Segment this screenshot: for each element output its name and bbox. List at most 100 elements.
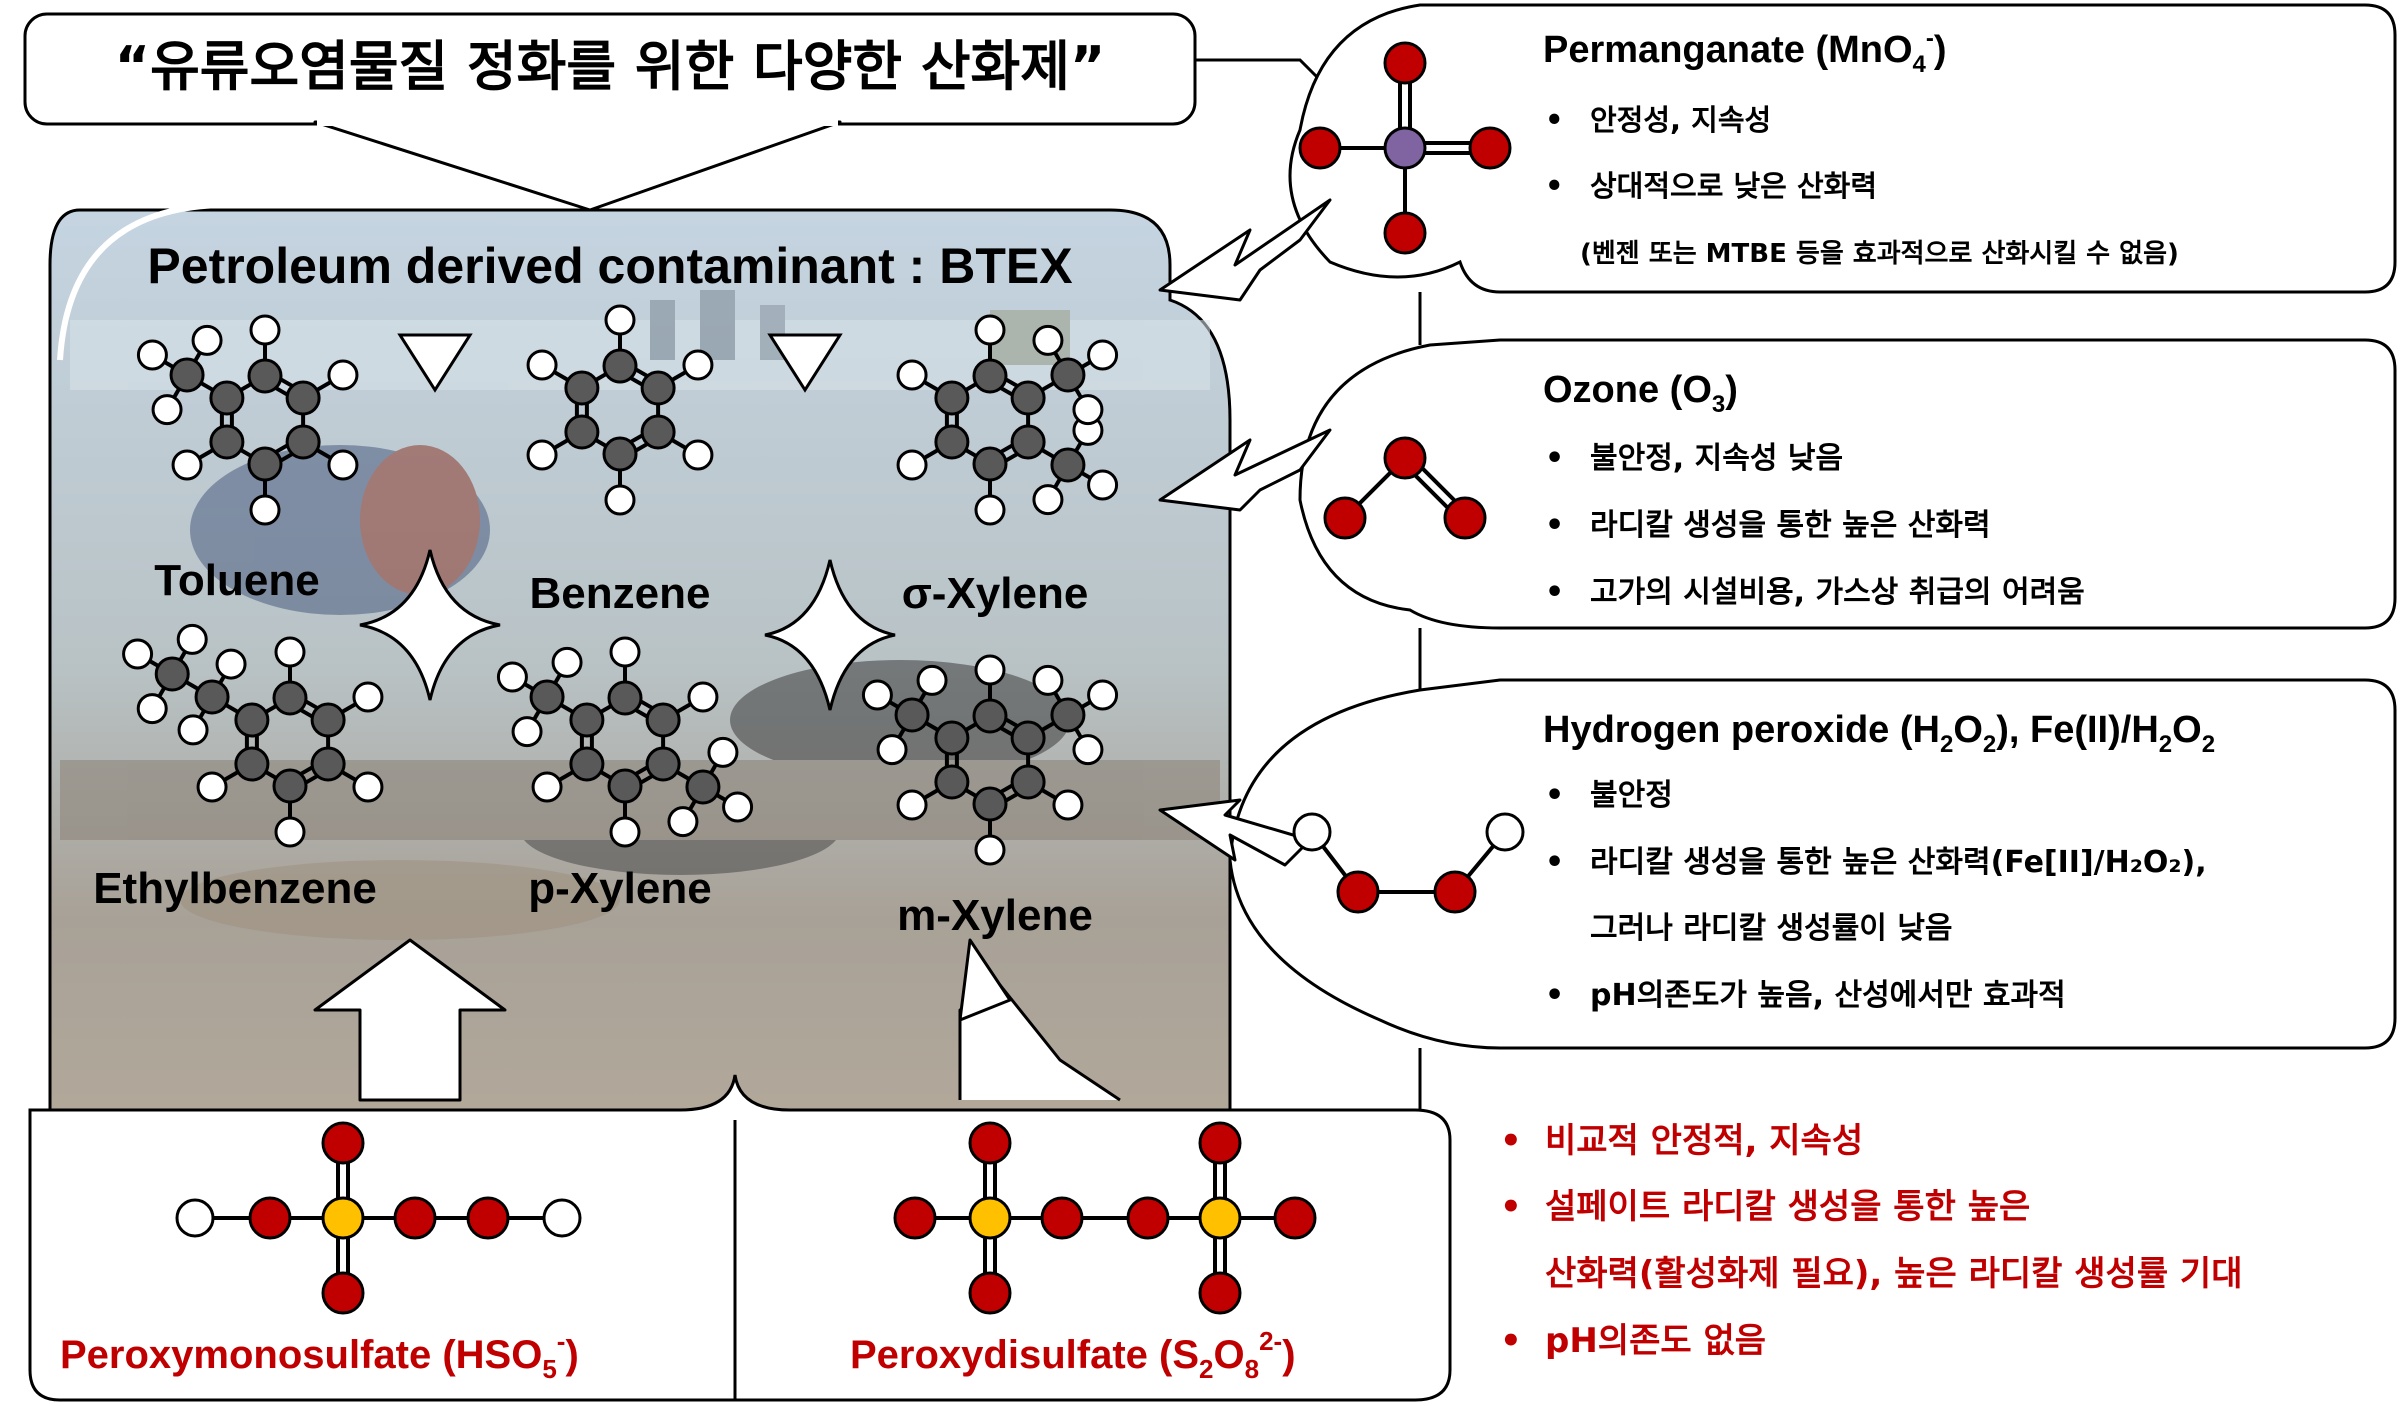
- hydrogen-atom: [151, 394, 183, 426]
- svg-text:•: •: [1545, 169, 1564, 203]
- carbon-atom: [564, 370, 600, 406]
- oxygen-atom: [968, 1121, 1012, 1165]
- persulfate-bullet: pH의존도 없음: [1545, 1321, 1766, 1361]
- oxygen-atom: [1040, 1196, 1084, 1240]
- oxygen-atom: [1433, 870, 1477, 914]
- svg-text:•: •: [1545, 441, 1564, 476]
- h2o2-title: Hydrogen peroxide (H2O2), Fe(II)/H2O2: [1543, 709, 2215, 758]
- hydrogen-atom: [604, 484, 636, 516]
- hydrogen-atom: [1087, 679, 1119, 711]
- pds-label: Peroxydisulfate (S2O82-): [850, 1326, 1296, 1384]
- oxygen-atom: [1383, 41, 1427, 85]
- hydrogen-atom: [896, 789, 928, 821]
- svg-text:pH의존도가 높음, 산성에서만 효과적: pH의존도가 높음, 산성에서만 효과적: [1590, 978, 2066, 1013]
- carbon-atom: [285, 380, 321, 416]
- persulfate-panel: [28, 1074, 1452, 1402]
- hydrogen-atom: [511, 716, 543, 748]
- carbon-atom: [569, 746, 605, 782]
- hydrogen-atom: [171, 449, 203, 481]
- carbon-atom: [1010, 720, 1046, 756]
- carbon-atom: [272, 680, 308, 716]
- separator-diamond: [764, 559, 896, 711]
- benzene-structure: [526, 304, 714, 516]
- svg-text:고가의 시설비용, 가스상 취급의 어려움: 고가의 시설비용, 가스상 취급의 어려움: [1590, 575, 2085, 610]
- oxygen-atom: [968, 1271, 1012, 1315]
- hydrogen-atom: [136, 339, 168, 371]
- oxygen-atom: [248, 1196, 292, 1240]
- carbon-atom: [602, 436, 638, 472]
- oxygen-atom: [1198, 1121, 1242, 1165]
- svg-text:•: •: [1545, 508, 1564, 543]
- ozone-title: Ozone (O3): [1543, 369, 1738, 418]
- svg-text:(벤젠 또는 MTBE 등을 효과적으로 산화시킬 수 없음: (벤젠 또는 MTBE 등을 효과적으로 산화시킬 수 없음): [1580, 239, 2179, 269]
- carbon-atom: [272, 768, 308, 804]
- arrow-up: [313, 938, 507, 1102]
- persulfate-bullets: • 비교적 안정적, 지속성 • 설페이트 라디칼 생성을 통한 높은 산화력(…: [1500, 1121, 2243, 1361]
- hydrogen-atom: [542, 1198, 582, 1238]
- carbon-atom: [972, 698, 1008, 734]
- p-xylene-structure: [496, 636, 754, 848]
- oxygen-atom: [1383, 211, 1427, 255]
- label-toluene: Toluene: [154, 556, 319, 605]
- carbon-atom: [934, 424, 970, 460]
- carbon-atom: [529, 679, 565, 715]
- separator-triangle: [397, 333, 473, 393]
- oxygen-atom: [1336, 870, 1380, 914]
- carbon-atom: [310, 702, 346, 738]
- pds-molecule: [893, 1121, 1317, 1315]
- hydrogen-atom: [687, 681, 719, 713]
- separator-diamond: [359, 549, 501, 701]
- hydrogen-atom: [196, 771, 228, 803]
- o-xylene-structure: [896, 314, 1119, 526]
- svg-text:•: •: [1545, 845, 1564, 880]
- carbon-atom: [247, 358, 283, 394]
- carbon-atom: [645, 702, 681, 738]
- carbon-atom: [169, 357, 205, 393]
- hydrogen-atom: [896, 449, 928, 481]
- hydrogen-atom: [274, 816, 306, 848]
- carbon-atom: [569, 702, 605, 738]
- btex-heading: Petroleum derived contaminant : BTEX: [147, 238, 1072, 294]
- hydrogen-atom: [1032, 324, 1064, 356]
- carbon-atom: [640, 370, 676, 406]
- svg-text:그러나 라디칼 생성률이 낮음: 그러나 라디칼 생성률이 낮음: [1590, 911, 1953, 946]
- hydrogen-atom: [1087, 339, 1119, 371]
- carbon-atom: [645, 746, 681, 782]
- pointer-arrow: [1158, 428, 1332, 512]
- page-title: “유류오염물질 정화를 위한 다양한 산화제”: [115, 35, 1106, 98]
- carbon-atom: [607, 768, 643, 804]
- carbon-atom: [1010, 380, 1046, 416]
- oxygen-atom: [321, 1121, 365, 1165]
- oxygen-atom: [321, 1271, 365, 1315]
- persulfate-bullet: 설페이트 라디칼 생성을 통한 높은: [1545, 1187, 2030, 1227]
- oxygen-atom: [1383, 436, 1427, 480]
- ozone-bullets: •불안정, 지속성 낮음 •라디칼 생성을 통한 높은 산화력 •고가의 시설비…: [1545, 441, 2085, 610]
- hydrogen-atom: [551, 646, 583, 678]
- svg-text:불안정, 지속성 낮음: 불안정, 지속성 낮음: [1590, 441, 1843, 476]
- hydrogen-atom: [136, 693, 168, 725]
- btex-panel: Petroleum derived contaminant : BTEX: [48, 201, 1232, 1392]
- carbon-atom: [934, 720, 970, 756]
- hydrogen-atom: [1032, 484, 1064, 516]
- hydrogen-atom: [974, 834, 1006, 866]
- hydrogen-atom: [861, 679, 893, 711]
- oxygen-atom: [893, 1196, 937, 1240]
- oxygen-atom: [1298, 126, 1342, 170]
- hydrogen-atom: [215, 648, 247, 680]
- hydrogen-atom: [1087, 469, 1119, 501]
- permanganate-molecule: [1298, 41, 1512, 255]
- pointer-arrow: [1158, 798, 1312, 867]
- carbon-atom: [972, 446, 1008, 482]
- hydrogen-atom: [327, 359, 359, 391]
- oxygen-atom: [393, 1196, 437, 1240]
- oxidant-column: [1228, 3, 2397, 1050]
- hydrogen-atom: [249, 494, 281, 526]
- hydrogen-atom: [176, 623, 208, 655]
- carbon-atom: [564, 414, 600, 450]
- hydrogen-atom: [609, 816, 641, 848]
- manganese-atom: [1383, 126, 1427, 170]
- title-callout: “유류오염물질 정화를 위한 다양한 산화제”: [23, 12, 1197, 212]
- hydrogen-atom: [682, 349, 714, 381]
- hydrogen-atom: [707, 736, 739, 768]
- label-m-xylene: m-Xylene: [897, 891, 1093, 940]
